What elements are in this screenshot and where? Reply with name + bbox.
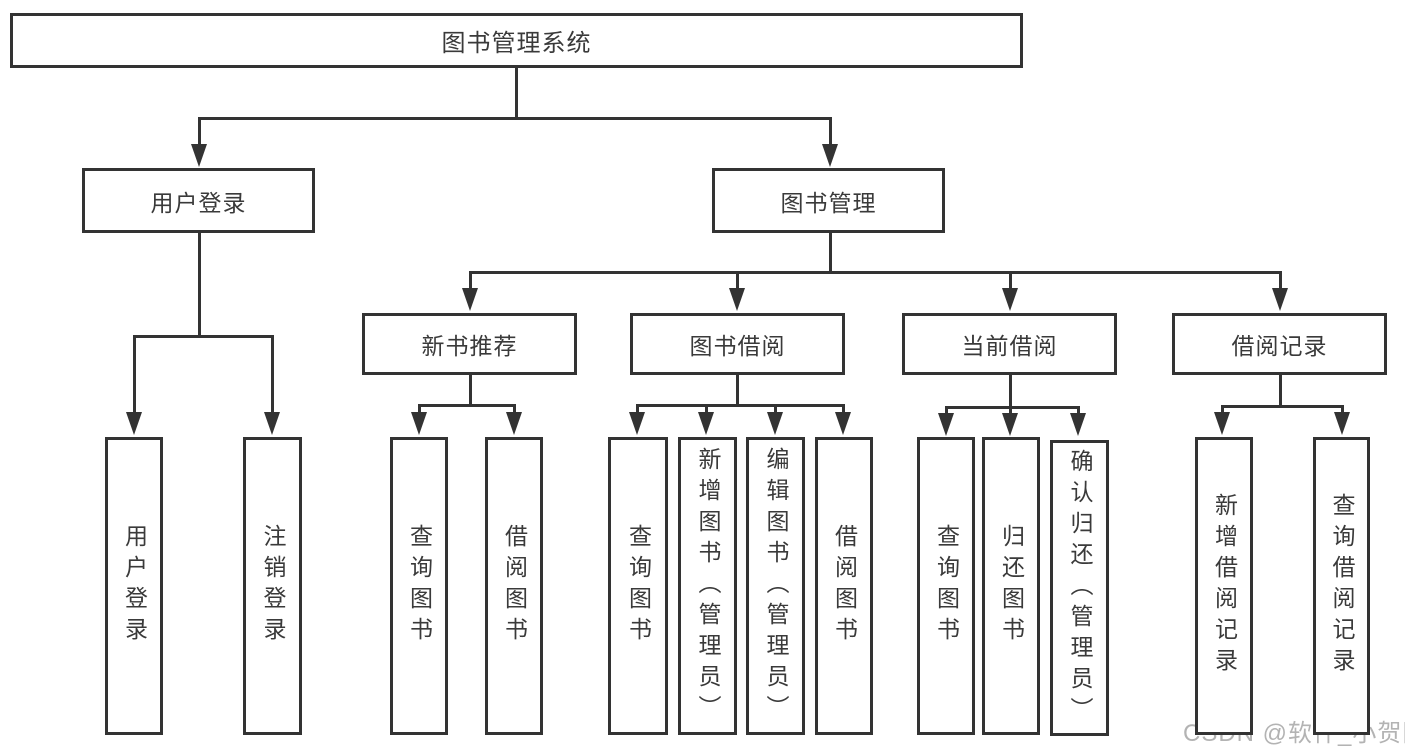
- arrowhead-down-icon: [729, 288, 745, 311]
- connector-line: [735, 271, 739, 293]
- connector-line: [1278, 375, 1282, 408]
- connector-line: [944, 406, 1080, 409]
- node-label-book-borrowing: 图书借阅: [689, 333, 786, 359]
- node-borrow-books-1: 借阅图书: [485, 437, 543, 735]
- node-query-books-3: 查询图书: [917, 437, 975, 735]
- connector-line: [1278, 271, 1282, 293]
- node-confirm-return-admin: 确认归还（管理员）: [1050, 440, 1109, 736]
- arrowhead-down-icon: [698, 412, 714, 435]
- node-user-login: 用户登录: [82, 168, 315, 233]
- node-label-book-management-system: 图书管理系统: [441, 30, 592, 57]
- node-label-query-books-2: 查询图书: [625, 524, 652, 648]
- arrowhead-down-icon: [1214, 412, 1230, 435]
- arrowhead-down-icon: [1070, 413, 1086, 436]
- connector-line: [1008, 406, 1012, 418]
- connector-line: [635, 404, 639, 417]
- node-label-query-books-1: 查询图书: [406, 524, 433, 648]
- node-book-borrowing: 图书借阅: [630, 313, 845, 375]
- node-label-confirm-return-admin: 确认归还（管理员）: [1067, 448, 1093, 728]
- connector-line: [635, 404, 845, 407]
- node-label-borrow-books-2: 借阅图书: [831, 524, 858, 648]
- node-label-borrow-books-1: 借阅图书: [501, 524, 528, 648]
- node-add-books-admin: 新增图书（管理员）: [678, 437, 737, 735]
- node-label-logout-leaf: 注销登录: [260, 524, 286, 648]
- arrowhead-down-icon: [938, 413, 954, 436]
- arrowhead-down-icon: [126, 412, 142, 435]
- arrowhead-down-icon: [411, 412, 427, 435]
- node-query-books-2: 查询图书: [608, 437, 668, 735]
- connector-line: [197, 117, 832, 120]
- node-label-edit-books-admin: 编辑图书（管理员）: [763, 446, 789, 726]
- arrowhead-down-icon: [629, 412, 645, 435]
- arrowhead-down-icon: [767, 412, 783, 435]
- arrowhead-down-icon: [835, 412, 851, 435]
- node-label-user-login-leaf: 用户登录: [121, 524, 148, 648]
- connector-line: [468, 271, 1282, 274]
- connector-line: [468, 271, 472, 293]
- connector-line: [1008, 271, 1012, 293]
- connector-line: [132, 335, 274, 338]
- node-current-borrowing: 当前借阅: [902, 313, 1117, 375]
- node-label-user-login: 用户登录: [150, 189, 247, 216]
- node-borrowing-records: 借阅记录: [1172, 313, 1387, 375]
- node-label-borrowing-records: 借阅记录: [1231, 333, 1328, 359]
- arrowhead-down-icon: [462, 288, 478, 311]
- node-add-borrow-record: 新增借阅记录: [1195, 437, 1253, 735]
- connector-line: [132, 335, 136, 417]
- arrowhead-down-icon: [1272, 288, 1288, 311]
- connector-line: [417, 404, 421, 417]
- connector-line: [704, 404, 708, 417]
- arrowhead-down-icon: [822, 144, 838, 167]
- node-book-management: 图书管理: [712, 168, 945, 233]
- connector-line: [735, 375, 739, 407]
- connector-line: [841, 404, 845, 417]
- connector-line: [512, 404, 516, 417]
- node-user-login-leaf: 用户登录: [105, 437, 163, 735]
- connector-line: [828, 117, 832, 149]
- connector-line: [417, 404, 516, 407]
- node-label-query-borrow-record: 查询借阅记录: [1329, 493, 1355, 679]
- arrowhead-down-icon: [264, 412, 280, 435]
- connector-line: [514, 68, 518, 120]
- connector-line: [1220, 405, 1344, 408]
- connector-line: [468, 375, 472, 407]
- connector-line: [1008, 375, 1012, 409]
- connector-line: [944, 406, 948, 418]
- connector-line: [270, 335, 274, 417]
- connector-line: [1076, 406, 1080, 418]
- arrowhead-down-icon: [1002, 288, 1018, 311]
- node-label-query-books-3: 查询图书: [933, 524, 960, 648]
- node-label-book-management: 图书管理: [780, 189, 877, 216]
- node-logout-leaf: 注销登录: [243, 437, 302, 735]
- arrowhead-down-icon: [1002, 413, 1018, 436]
- node-new-book-recommend: 新书推荐: [362, 313, 577, 375]
- node-return-books: 归还图书: [982, 437, 1040, 735]
- node-query-borrow-record: 查询借阅记录: [1313, 437, 1370, 735]
- connector-line: [828, 233, 832, 274]
- node-label-current-borrowing: 当前借阅: [961, 333, 1058, 359]
- connector-line: [1340, 405, 1344, 417]
- node-borrow-books-2: 借阅图书: [815, 437, 873, 735]
- connector-line: [1220, 405, 1224, 417]
- connector-line: [197, 233, 201, 338]
- node-label-new-book-recommend: 新书推荐: [421, 333, 518, 359]
- connector-line: [773, 404, 777, 417]
- node-query-books-1: 查询图书: [390, 437, 448, 735]
- node-label-add-books-admin: 新增图书（管理员）: [695, 446, 721, 726]
- connector-line: [197, 117, 201, 149]
- node-book-management-system: 图书管理系统: [10, 13, 1023, 68]
- arrowhead-down-icon: [191, 144, 207, 167]
- node-label-return-books: 归还图书: [998, 524, 1025, 648]
- node-label-add-borrow-record: 新增借阅记录: [1211, 493, 1238, 679]
- node-edit-books-admin: 编辑图书（管理员）: [746, 437, 805, 735]
- arrowhead-down-icon: [506, 412, 522, 435]
- arrowhead-down-icon: [1334, 412, 1350, 435]
